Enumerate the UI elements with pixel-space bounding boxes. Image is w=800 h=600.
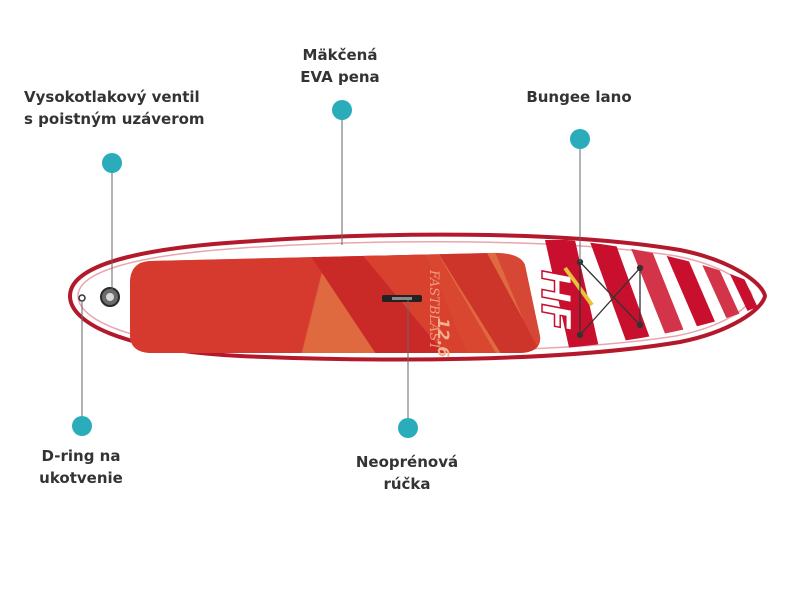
board-model-text: FASTBLAST [426, 269, 441, 351]
callout-label-dring: D-ring na ukotvenie [36, 445, 126, 489]
marker-dot-bungee [570, 129, 590, 149]
callout-label-eva: Mäkčená EVA pena [300, 44, 380, 88]
pressure-valve [100, 287, 120, 307]
marker-dot-valve [102, 153, 122, 173]
callout-label-handle: Neoprénová rúčka [352, 451, 462, 495]
callout-handle-line2: rúčka [383, 475, 431, 493]
marker-dot-handle [398, 418, 418, 438]
marker-dot-dring [72, 416, 92, 436]
marker-dot-eva [332, 100, 352, 120]
callout-handle-line1: Neoprénová [355, 453, 459, 471]
hf-logo-text: HF [532, 270, 578, 331]
callout-dring-line1: D-ring na [41, 447, 121, 465]
callout-valve-line2: s poistným uzáverom [24, 110, 205, 128]
hf-logo: HF [531, 266, 594, 332]
callout-bungee-line1: Bungee lano [526, 88, 632, 106]
callout-lines [81, 110, 581, 428]
callout-eva-line1: Mäkčená [302, 46, 378, 64]
board-size-text: 12.6 [434, 318, 453, 357]
callout-eva-line2: EVA pena [300, 68, 380, 86]
callout-markers [72, 100, 590, 438]
callout-dring-line2: ukotvenie [39, 469, 123, 487]
neoprene-handle [382, 295, 422, 302]
eva-deck-pad [130, 252, 541, 353]
callout-label-bungee: Bungee lano [524, 86, 634, 108]
bungee-cords [576, 258, 644, 339]
callout-valve-line1: Vysokotlakový ventil [24, 88, 200, 106]
callout-label-valve: Vysokotlakový ventil s poistným uzáverom [24, 86, 205, 130]
